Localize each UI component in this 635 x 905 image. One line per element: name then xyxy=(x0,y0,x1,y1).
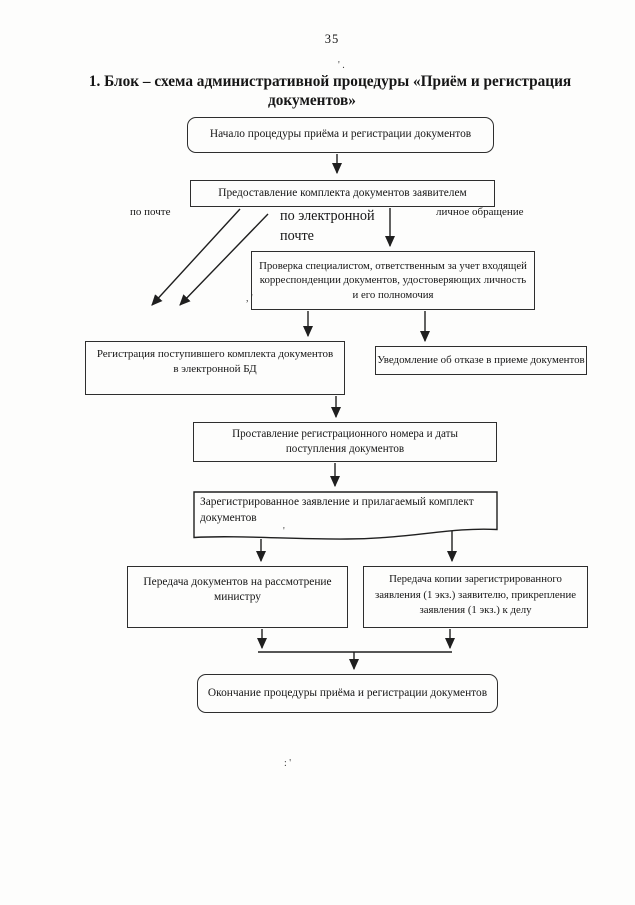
edge-label-personal-visit: личное обращение xyxy=(436,206,524,218)
flow-node-copy-to-applicant: Передача копии зарегистрированного заявл… xyxy=(363,566,588,628)
page-title: 1. Блок – схема административной процеду… xyxy=(57,72,603,110)
flow-node-end: Окончание процедуры приёма и регистрации… xyxy=(197,674,498,713)
scan-artifact: ' . xyxy=(338,60,345,71)
flow-node-pass-to-minister: Передача документов на рассмотрение мини… xyxy=(127,566,348,628)
flow-node-assign-number: Проставление регистрационного номера и д… xyxy=(193,422,497,462)
flow-node-specialist-check: Проверка специалистом, ответственным за … xyxy=(251,251,535,310)
scan-artifact: ' xyxy=(283,526,285,537)
edge-label-by-mail: по почте xyxy=(130,206,171,218)
flow-node-start: Начало процедуры приёма и регистрации до… xyxy=(187,117,494,153)
arrow-by-mail-diagonal xyxy=(151,208,241,306)
flow-node-register-in-db: Регистрация поступившего комплекта докум… xyxy=(85,341,345,395)
flow-node-provide-documents: Предоставление комплекта документов заяв… xyxy=(190,180,495,207)
flow-node-registered-application: Зарегистрированное заявление и прилагаем… xyxy=(200,496,474,524)
page-title-line2: документов» xyxy=(268,92,356,109)
page-title-line1: 1. Блок – схема административной процеду… xyxy=(88,73,572,90)
edge-label-by-email: по электронной почте xyxy=(280,208,375,244)
page-number: 35 xyxy=(324,32,340,46)
scan-artifact: : ' xyxy=(284,758,292,769)
flow-node-refusal-notice: Уведомление об отказе в приеме документо… xyxy=(375,346,587,375)
